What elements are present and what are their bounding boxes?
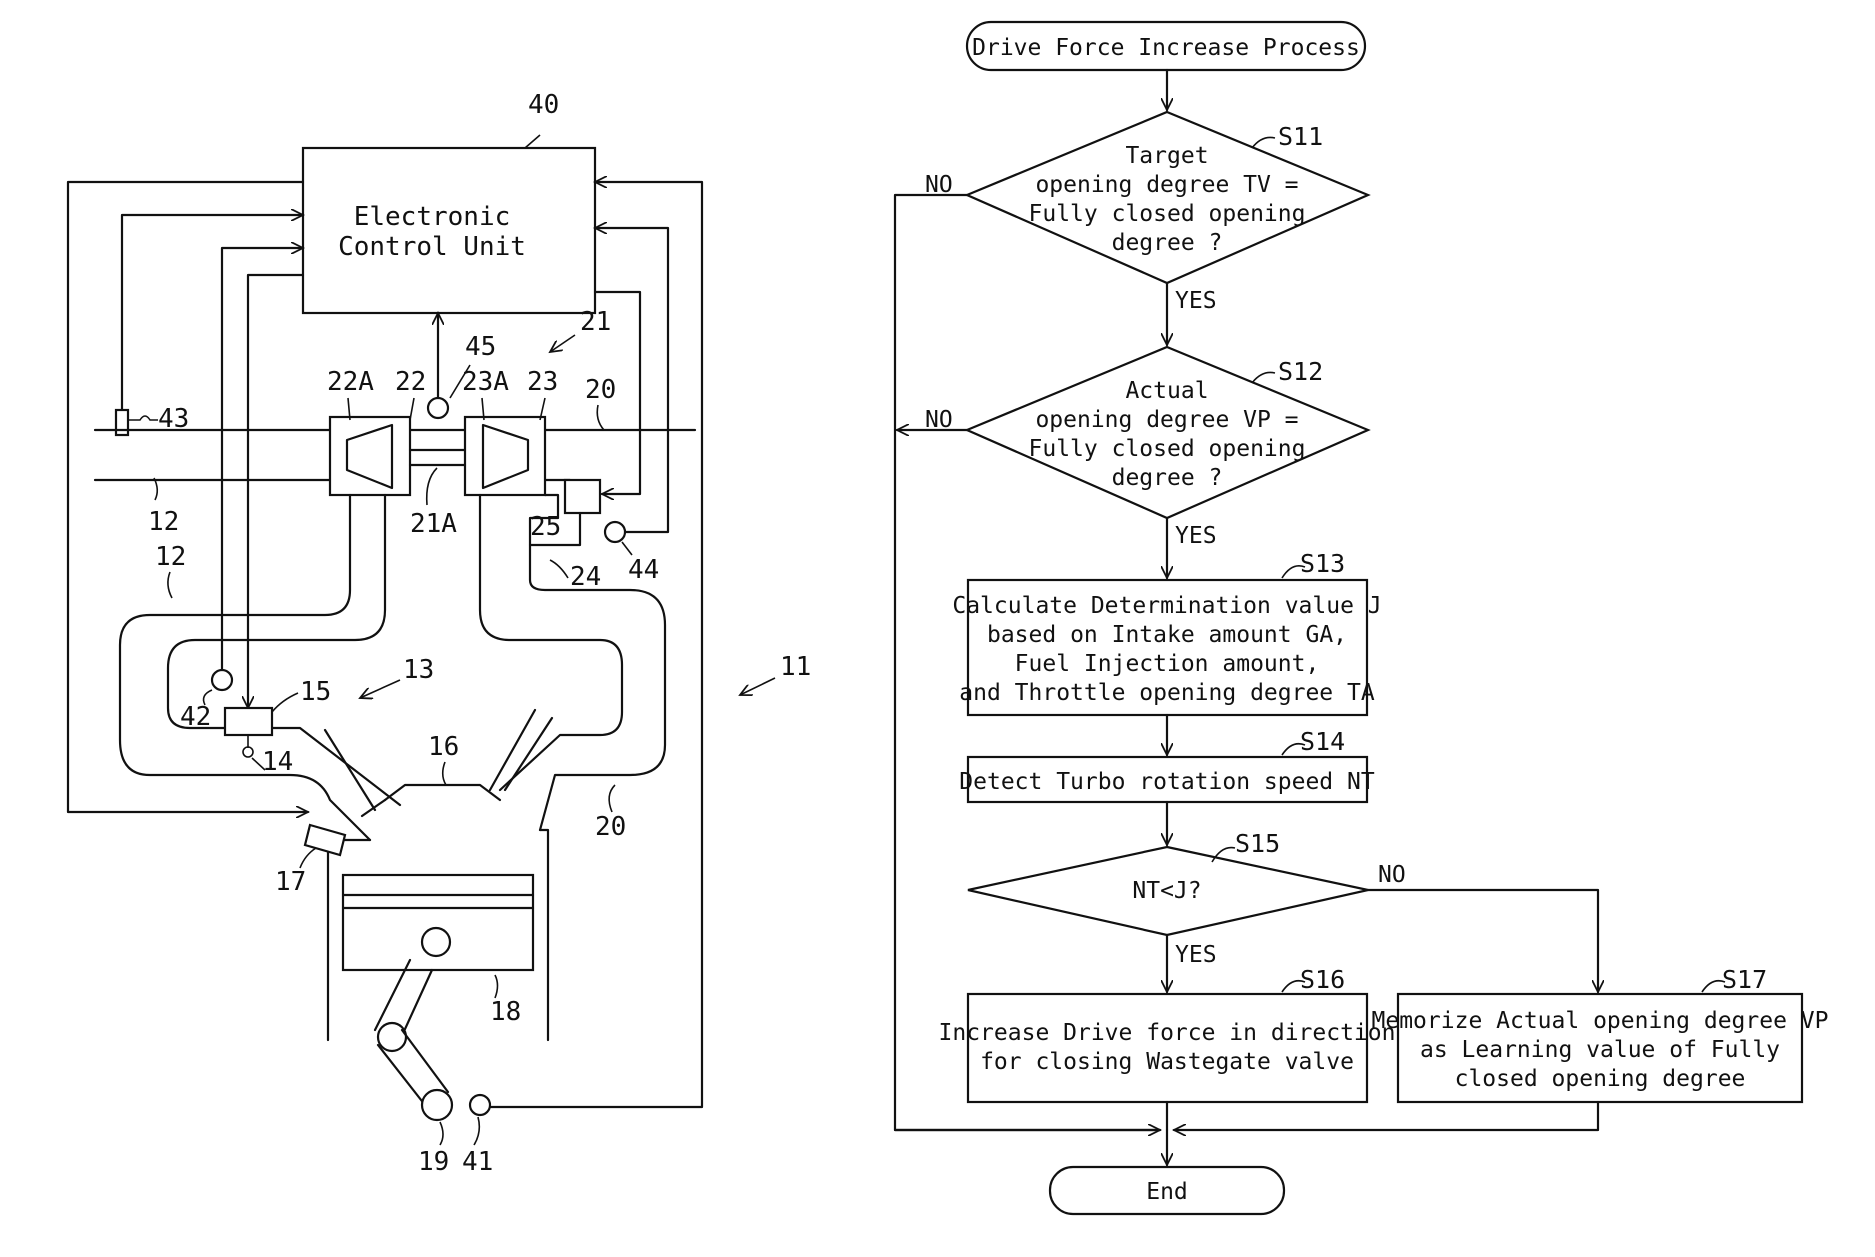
start-label: Drive Force Increase Process [972, 35, 1360, 61]
ref-12b: 12 [155, 542, 186, 572]
ecu-label-line1: Electronic [354, 202, 511, 232]
ref-20a: 20 [585, 375, 616, 405]
s17-line1: Memorize Actual opening degree VP [1372, 1008, 1829, 1034]
crank-angle-sensor [470, 1095, 490, 1115]
throttle-valve-15 [225, 708, 272, 735]
ref-40: 40 [528, 90, 559, 120]
s13-line4: and Throttle opening degree TA [959, 680, 1375, 706]
fuel-injector [305, 825, 345, 855]
ref-42: 42 [180, 702, 211, 732]
ref-22: 22 [395, 367, 426, 397]
signal-line-throttle [248, 275, 303, 708]
ref-25: 25 [530, 512, 561, 542]
s13-line3: Fuel Injection amount, [1015, 651, 1320, 677]
s12-line3: Fully closed opening [1029, 436, 1306, 462]
piston-pin [422, 928, 450, 956]
cylinder-head-right [540, 830, 548, 1040]
engine-system-diagram: Electronic Control Unit 40 43 12 45 22A [68, 90, 811, 1177]
combustion-chamber [385, 785, 500, 800]
turbo-speed-sensor [428, 398, 448, 418]
ref-44: 44 [628, 555, 659, 585]
ref-19: 19 [418, 1147, 449, 1177]
s16-line1: Increase Drive force in direction [939, 1020, 1396, 1046]
s15-step-label: S15 [1235, 829, 1280, 858]
s17-line2: as Learning value of Fully [1420, 1037, 1780, 1063]
intake-sensor-42 [212, 670, 232, 690]
ref-12a: 12 [148, 507, 179, 537]
ref-17: 17 [275, 867, 306, 897]
s15-text: NT<J? [1132, 878, 1201, 904]
s13-line1: Calculate Determination value J [952, 593, 1381, 619]
ref-14: 14 [262, 747, 293, 777]
s14-step-label: S14 [1300, 727, 1345, 756]
ref-21A: 21A [410, 509, 457, 539]
crankshaft [422, 1090, 452, 1120]
s11-line1: Target [1125, 143, 1208, 169]
wastegate-opening-sensor [605, 522, 625, 542]
turbine-housing [465, 417, 545, 495]
compressor-housing [330, 417, 410, 495]
ref-20b: 20 [595, 812, 626, 842]
signal-line-air-sensor [122, 215, 303, 410]
s15-no-label: NO [1378, 862, 1406, 888]
ref-41: 41 [462, 1147, 493, 1177]
ref-13: 13 [403, 655, 434, 685]
ecu-label-line2: Control Unit [338, 232, 526, 262]
flowchart: Drive Force Increase Process Target open… [895, 22, 1828, 1214]
s14-text: Detect Turbo rotation speed NT [959, 769, 1375, 795]
ref-11: 11 [780, 652, 811, 682]
ref-24: 24 [570, 562, 601, 592]
process-s16 [968, 994, 1367, 1102]
s12-line4: degree ? [1112, 465, 1223, 491]
s15-yes-label: YES [1175, 942, 1217, 968]
s11-yes-label: YES [1175, 288, 1217, 314]
s11-step-label: S11 [1278, 122, 1323, 151]
wastegate-actuator [565, 480, 600, 513]
ref-16: 16 [428, 732, 459, 762]
s12-line2: opening degree VP = [1035, 407, 1298, 433]
ref-45: 45 [465, 332, 496, 362]
s11-line2: opening degree TV = [1035, 172, 1298, 198]
s16-step-label: S16 [1300, 965, 1345, 994]
end-label: End [1146, 1179, 1188, 1205]
s17-line3: closed opening degree [1455, 1066, 1746, 1092]
s12-line1: Actual [1125, 378, 1208, 404]
air-flow-meter [116, 410, 128, 435]
s17-step-label: S17 [1722, 965, 1767, 994]
s11-line3: Fully closed opening [1029, 201, 1306, 227]
ref-22A: 22A [327, 367, 374, 397]
s12-step-label: S12 [1278, 357, 1323, 386]
ref-23: 23 [527, 367, 558, 397]
ref-18: 18 [490, 997, 521, 1027]
ref-15: 15 [300, 677, 331, 707]
s12-yes-label: YES [1175, 523, 1217, 549]
s11-line4: degree ? [1112, 230, 1223, 256]
signal-line-sensor-42 [222, 248, 303, 670]
s16-line2: for closing Wastegate valve [980, 1049, 1354, 1075]
s13-line2: based on Intake amount GA, [987, 622, 1347, 648]
turbo-shaft [410, 450, 465, 465]
s13-step-label: S13 [1300, 549, 1345, 578]
ref-23A: 23A [462, 367, 509, 397]
ref-21: 21 [580, 307, 611, 337]
